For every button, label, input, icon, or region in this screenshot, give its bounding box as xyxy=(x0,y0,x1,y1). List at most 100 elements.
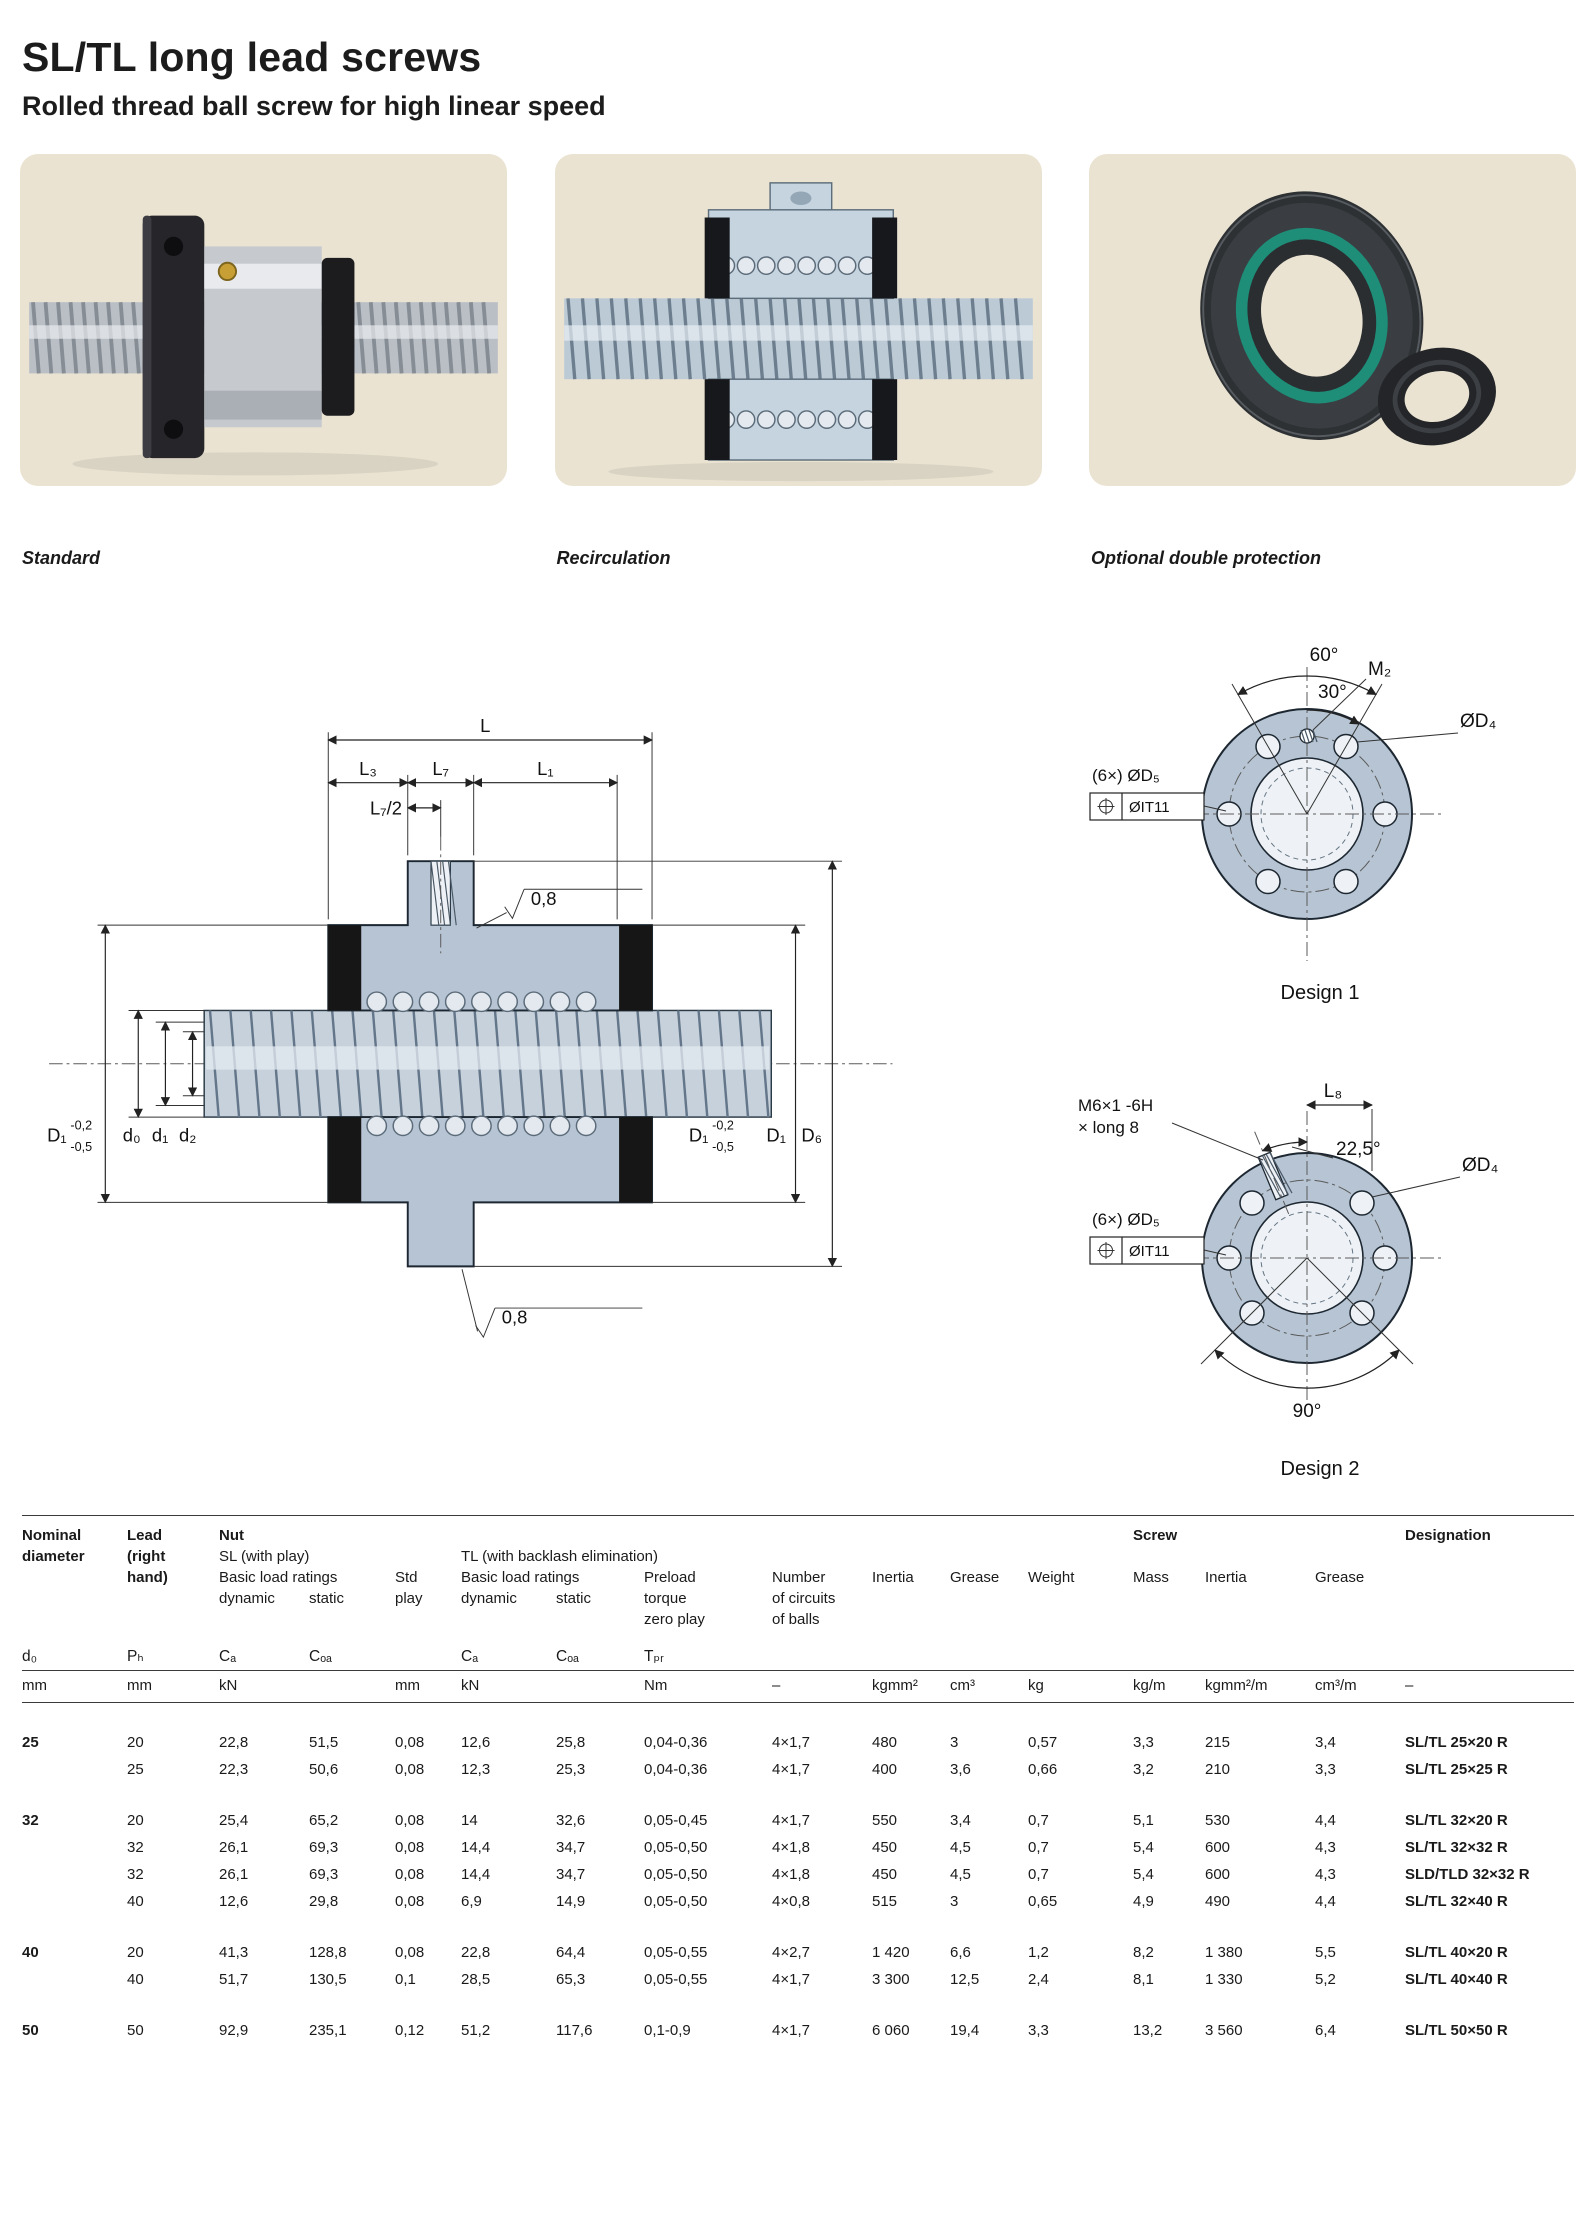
value-cell: 1 330 xyxy=(1205,1971,1243,1988)
value-cell: 515 xyxy=(872,1893,898,1910)
value-cell: 51,7 xyxy=(219,1971,249,1988)
value-cell: 130,5 xyxy=(309,1971,347,1988)
value-cell: 5,4 xyxy=(1133,1839,1154,1856)
symbol-tpr: Tₚᵣ xyxy=(644,1648,664,1665)
symbol-row: d₀ Pₕ Cₐ Cₒₐ Cₐ Cₒₐ Tₚᵣ xyxy=(22,1646,1574,1670)
nominal-diameter-cell xyxy=(22,1861,127,1888)
value-cell: 3,3 xyxy=(1028,2022,1049,2039)
value-cell: 14,9 xyxy=(556,1893,586,1910)
designation-cell: SL/TL 40×40 R xyxy=(1405,1971,1508,1988)
unit: cm³ xyxy=(950,1677,975,1694)
cross-section-drawing: 0,8 0,8 L L₃ L₇ L₁ L₇/2 D₁ -0,2 -0,5 d₀ … xyxy=(47,715,893,1339)
standard-ballscrew-image xyxy=(29,215,498,476)
value-cell: 117,6 xyxy=(556,2022,593,2039)
designation-cell: SL/TL 40×20 R xyxy=(1405,1944,1508,1961)
value-cell: 4,5 xyxy=(950,1839,971,1856)
value-cell: 12,5 xyxy=(950,1971,980,1988)
value-cell: 4×1,8 xyxy=(772,1839,810,1856)
dim-D1-tol-upper: -0,2 xyxy=(70,1119,92,1133)
value-cell: 69,3 xyxy=(309,1839,339,1856)
value-cell: 41,3 xyxy=(219,1944,249,1961)
angle-30: 30° xyxy=(1318,682,1347,703)
value-cell: 28,5 xyxy=(461,1971,491,1988)
symbol-ca: Cₐ xyxy=(219,1648,236,1665)
value-cell: 0,08 xyxy=(395,1944,425,1961)
dim-D6: D₆ xyxy=(801,1124,822,1145)
value-cell: 4×1,7 xyxy=(772,2022,810,2039)
label-d5: (6×) ØD₅ xyxy=(1092,1210,1160,1229)
dim-D1-tol-lower: -0,5 xyxy=(70,1140,92,1154)
value-cell: 64,4 xyxy=(556,1944,586,1961)
protection-photo xyxy=(1089,154,1576,486)
unit: cm³/m xyxy=(1315,1677,1357,1694)
col-header: Mass xyxy=(1133,1569,1169,1586)
unit: kg/m xyxy=(1133,1677,1166,1694)
value-cell: 13,2 xyxy=(1133,2022,1163,2039)
value-cell: 32,6 xyxy=(556,1812,586,1829)
symbol-coa: Cₒₐ xyxy=(556,1648,579,1665)
value-cell: 4,3 xyxy=(1315,1839,1336,1856)
value-cell: 65,3 xyxy=(556,1971,586,1988)
col-header: Nominal xyxy=(22,1527,82,1544)
photo-caption-standard: Standard xyxy=(22,548,101,568)
value-cell: 6,9 xyxy=(461,1893,482,1910)
value-cell: 0,04-0,36 xyxy=(644,1761,708,1778)
unit: – xyxy=(772,1677,781,1694)
value-cell: 20 xyxy=(127,1812,144,1829)
angle-60: 60° xyxy=(1310,645,1339,666)
value-cell: 2,4 xyxy=(1028,1971,1049,1988)
value-cell: 4,3 xyxy=(1315,1866,1336,1883)
value-cell: 0,7 xyxy=(1028,1812,1049,1829)
value-cell: 550 xyxy=(872,1812,898,1829)
value-cell: 12,6 xyxy=(219,1893,249,1910)
value-cell: 26,1 xyxy=(219,1839,249,1856)
product-photos: Standard xyxy=(20,154,1576,569)
nut-section xyxy=(327,836,654,1268)
unit: kg xyxy=(1028,1677,1044,1694)
col-header: of circuits xyxy=(772,1590,836,1607)
value-cell: 4,9 xyxy=(1133,1893,1154,1910)
tolerance-value: ØIT11 xyxy=(1129,799,1170,816)
col-header: Weight xyxy=(1028,1569,1075,1586)
value-cell: 25,8 xyxy=(556,1734,586,1751)
unit: kN xyxy=(219,1677,238,1694)
col-header: Designation xyxy=(1405,1527,1491,1544)
unit: kgmm²/m xyxy=(1205,1677,1268,1694)
col-header: TL (with backlash elimination) xyxy=(461,1548,659,1565)
dim-L7-half: L₇/2 xyxy=(370,798,402,819)
value-cell: 3 xyxy=(950,1734,959,1751)
value-cell: 6,6 xyxy=(950,1944,971,1961)
value-cell: 6,4 xyxy=(1315,2022,1336,2039)
finish-value-bottom: 0,8 xyxy=(502,1307,528,1328)
recirculation-photo xyxy=(554,154,1042,486)
specification-table: Nominal Lead Nut Screw Designation diame… xyxy=(22,1515,1574,2044)
value-cell: 1 380 xyxy=(1205,1944,1243,1961)
col-header: Std xyxy=(395,1569,418,1586)
value-cell: 8,1 xyxy=(1133,1971,1154,1988)
table-units-rule xyxy=(22,1702,1574,1703)
ball xyxy=(776,256,796,276)
col-header: Basic load ratings xyxy=(219,1569,338,1586)
col-header: Basic load ratings xyxy=(461,1569,580,1586)
dim-d1: d₁ xyxy=(152,1124,168,1145)
value-cell: 40 xyxy=(127,1971,144,1988)
value-cell: 3,3 xyxy=(1315,1761,1336,1778)
value-cell: 25,3 xyxy=(556,1761,586,1778)
value-cell: 20 xyxy=(127,1734,144,1751)
value-cell: 14,4 xyxy=(461,1839,491,1856)
nominal-diameter-cell: 32 xyxy=(22,1812,39,1829)
value-cell: 32 xyxy=(127,1839,144,1856)
value-cell: 1,2 xyxy=(1028,1944,1049,1961)
unit: mm xyxy=(127,1677,152,1694)
value-cell: 0,05-0,45 xyxy=(644,1812,708,1829)
value-cell: 0,05-0,55 xyxy=(644,1944,708,1961)
col-header: Grease xyxy=(1315,1569,1365,1586)
value-cell: 34,7 xyxy=(556,1866,586,1883)
dim-D1-right-tol-lower: -0,5 xyxy=(712,1140,734,1154)
col-header: Preload xyxy=(644,1569,696,1586)
value-cell: 25 xyxy=(127,1761,144,1778)
right-wiper xyxy=(619,925,653,1011)
value-cell: 14,4 xyxy=(461,1866,491,1883)
